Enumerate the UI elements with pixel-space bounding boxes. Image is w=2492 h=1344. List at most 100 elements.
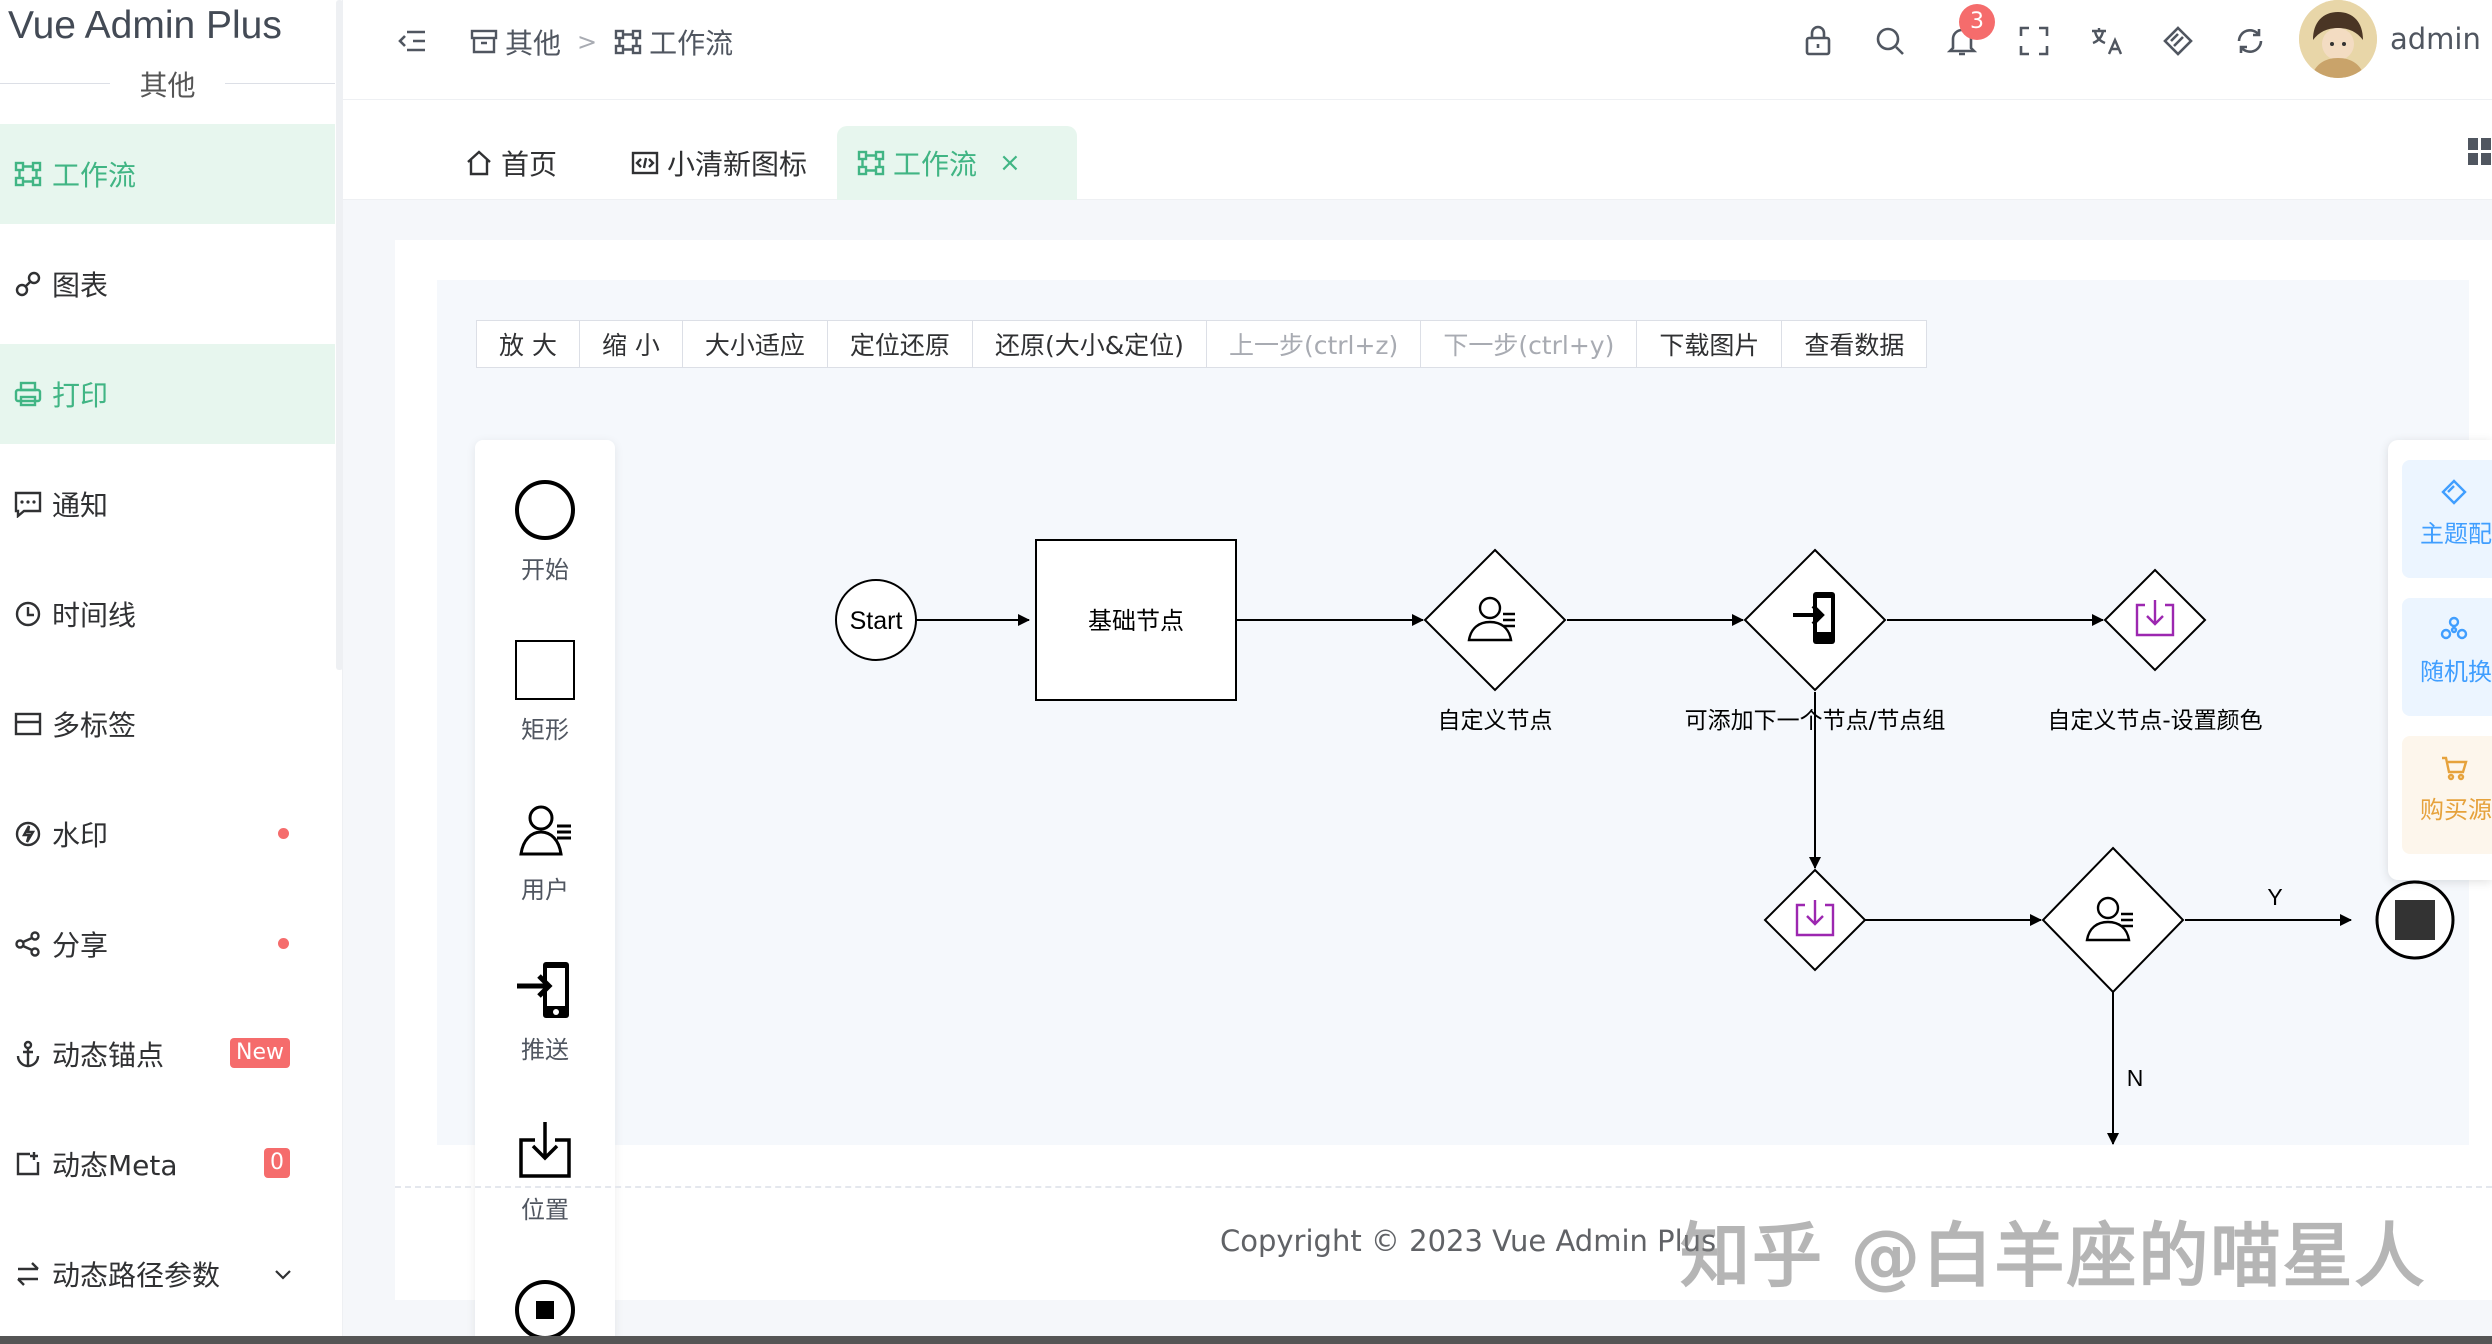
close-icon[interactable]: ×: [999, 148, 1021, 178]
translate-icon[interactable]: [2089, 24, 2123, 58]
anchor-icon: [16, 1040, 40, 1068]
undo-button[interactable]: 上一步(ctrl+z): [1207, 321, 1422, 367]
sidebar-item-meta[interactable]: 动态Meta 0: [0, 1114, 335, 1214]
sidebar: Vue Admin Plus 其他 工作流 图表 打印 通知 时间线 多标签 水…: [0, 0, 343, 1344]
home-icon: [467, 150, 491, 176]
chevron-down-icon[interactable]: [272, 1264, 294, 1286]
download-icon: [519, 1122, 571, 1178]
view-data-button[interactable]: 查看数据: [1804, 331, 1905, 360]
sidebar-item-workflow[interactable]: 工作流: [0, 124, 335, 224]
sidebar-item-label: 水印: [52, 819, 109, 852]
push-icon: [517, 962, 569, 1018]
palette-item-user[interactable]: 用户: [475, 798, 615, 905]
workflow-icon: [614, 29, 642, 55]
sidebar-item-share[interactable]: 分享: [0, 894, 335, 994]
sidebar-item-watermark[interactable]: 水印: [0, 784, 335, 884]
status-dot: [278, 938, 289, 949]
archive-icon: [470, 29, 498, 54]
fit-view-button[interactable]: 大小适应: [683, 321, 828, 367]
redo-button[interactable]: 下一步(ctrl+y): [1421, 321, 1638, 367]
share-icon: [15, 931, 40, 957]
shuffle-icon: [2440, 616, 2468, 640]
float-item-label: 购买源: [2420, 796, 2492, 824]
breadcrumb: 其他 > 工作流: [469, 22, 733, 62]
sidebar-item-anchor[interactable]: 动态锚点 New: [0, 1004, 335, 1104]
lock-icon[interactable]: [1801, 24, 1835, 58]
flow-canvas[interactable]: Start 基础节点 自定义节点 可添加下一个节点/节点组 自定义节点-设置颜色: [437, 280, 2469, 1145]
custom-user-node-label: 自定义节点: [1438, 708, 1553, 734]
sidebar-item-chart[interactable]: 图表: [0, 234, 335, 334]
palette-item-rect[interactable]: 矩形: [475, 638, 615, 745]
sidebar-item-label: 时间线: [52, 599, 137, 632]
avatar-image: [2299, 0, 2377, 78]
reset-all-button[interactable]: 还原(大小&定位): [973, 321, 1207, 367]
tab-label: 首页: [501, 148, 558, 181]
sidebar-item-label: 通知: [52, 489, 109, 522]
user-icon: [1467, 596, 1515, 642]
basic-rect-node[interactable]: [1035, 539, 1237, 701]
palette-item-push[interactable]: 推送: [475, 958, 615, 1065]
tab-home[interactable]: 首页: [445, 126, 577, 200]
user-node[interactable]: [2041, 846, 2185, 994]
download-icon: [2135, 600, 2175, 637]
message-icon: [14, 491, 42, 518]
palette-item-position[interactable]: 位置: [475, 1118, 615, 1225]
tab-workflow[interactable]: 工作流 ×: [837, 126, 1077, 200]
custom-color-node-label: 自定义节点-设置颜色: [2047, 708, 2262, 734]
zoom-in-button[interactable]: 放 大: [477, 321, 580, 367]
printer-icon: [14, 381, 42, 407]
breadcrumb-item-workflow: 工作流: [649, 27, 734, 60]
start-node-label: Start: [850, 607, 903, 635]
workflow-icon: [14, 161, 42, 187]
sidebar-item-timeline[interactable]: 时间线: [0, 564, 335, 664]
collapse-menu-icon[interactable]: [395, 24, 429, 58]
sidebar-scrollbar[interactable]: [336, 0, 343, 670]
palette-item-end[interactable]: [475, 1278, 615, 1342]
search-icon[interactable]: [1873, 24, 1907, 58]
start-node[interactable]: [835, 579, 917, 661]
sidebar-item-label: 动态锚点: [52, 1039, 165, 1072]
edge-no-label: N: [2127, 1065, 2144, 1091]
avatar[interactable]: [2299, 0, 2377, 78]
breadcrumb-item-other[interactable]: 其他: [505, 27, 562, 60]
flow-diagram: Start 基础节点 自定义节点 可添加下一个节点/节点组 自定义节点-设置颜色: [835, 539, 2455, 1145]
fullscreen-icon[interactable]: [2017, 24, 2051, 58]
drop-icon: [15, 821, 41, 847]
watermark-text: 知乎 @白羊座的喵星人: [1680, 1215, 2427, 1297]
random-theme-button[interactable]: 随机换: [2402, 598, 2492, 716]
username-dropdown[interactable]: admin ⌄: [2390, 22, 2492, 56]
float-item-label: 主题配: [2420, 520, 2492, 548]
palette-item-start[interactable]: 开始: [475, 478, 615, 585]
palette-label: 位置: [521, 1196, 569, 1224]
download-image-button[interactable]: 下载图片: [1637, 321, 1783, 367]
push-node-label: 可添加下一个节点/节点组: [1685, 708, 1946, 734]
stop-icon: [515, 1280, 575, 1340]
buy-source-button[interactable]: 购买源: [2402, 736, 2492, 854]
custom-user-node[interactable]: [1423, 548, 1567, 692]
code-icon: [631, 151, 659, 175]
palette-label: 用户: [521, 876, 569, 904]
workflow-icon: [857, 150, 885, 176]
tab-label: 小清新图标: [667, 148, 808, 181]
sidebar-item-multitab[interactable]: 多标签: [0, 674, 335, 774]
sidebar-item-notify[interactable]: 通知: [0, 454, 335, 554]
footer-divider: [395, 1186, 2492, 1188]
node-palette: 开始 矩形 用户 推送 位置: [475, 440, 615, 1344]
theme-config-button[interactable]: 主题配: [2402, 460, 2492, 578]
sidebar-item-path-params[interactable]: 动态路径参数: [0, 1224, 335, 1324]
reset-position-button[interactable]: 定位还原: [828, 321, 973, 367]
tab-fresh-icons[interactable]: 小清新图标: [611, 126, 827, 200]
grid-menu-icon[interactable]: [2466, 136, 2492, 166]
sidebar-item-label: 打印: [52, 379, 109, 412]
theme-brush-icon[interactable]: [2161, 24, 2195, 58]
window-bottom-edge: [0, 1336, 2492, 1344]
edge-yes-label: Y: [2267, 884, 2282, 910]
count-badge: 0: [264, 1148, 290, 1178]
basic-rect-label: 基础节点: [1088, 607, 1184, 635]
refresh-icon[interactable]: [2233, 24, 2267, 58]
app-logo-title[interactable]: Vue Admin Plus: [8, 4, 282, 47]
status-dot: [278, 828, 289, 839]
zoom-out-button[interactable]: 缩 小: [580, 321, 683, 367]
tabs-bar: 首页 小清新图标 工作流 ×: [343, 100, 2492, 200]
sidebar-item-print[interactable]: 打印: [0, 344, 335, 444]
